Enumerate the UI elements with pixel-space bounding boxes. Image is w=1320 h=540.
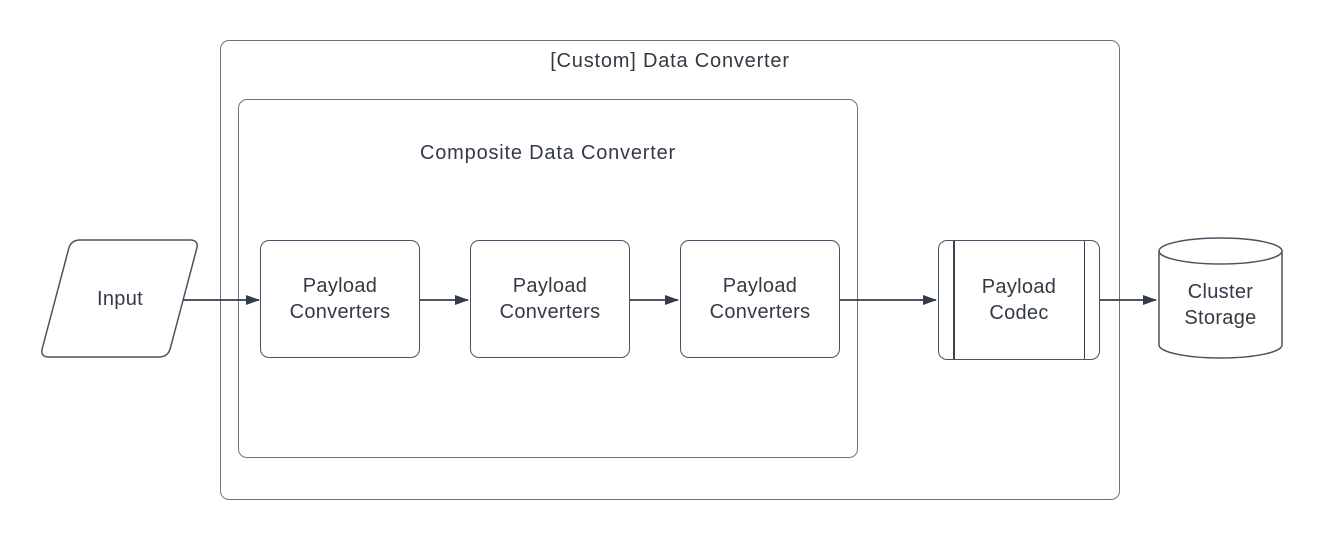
composite-data-converter-container xyxy=(238,99,858,458)
custom-data-converter-container xyxy=(220,40,1120,500)
cluster-storage-label: Cluster Storage xyxy=(1184,281,1257,329)
payload-codec-node: Payload Codec xyxy=(938,240,1100,360)
cluster-storage-cylinder-shape xyxy=(1158,237,1283,359)
composite-data-converter-label: Composite Data Converter xyxy=(420,142,676,164)
payload-converters-label-3: Payload Converters xyxy=(709,275,811,323)
payload-converters-node-1: Payload Converters xyxy=(260,240,420,358)
input-parallelogram-shape xyxy=(41,239,198,358)
payload-converters-node-3: Payload Converters xyxy=(680,240,840,358)
payload-codec-label: Payload Codec xyxy=(981,276,1057,324)
input-node: Input xyxy=(40,240,200,357)
payload-converters-label-1: Payload Converters xyxy=(289,275,391,323)
payload-converters-node-2: Payload Converters xyxy=(470,240,630,358)
payload-converters-label-2: Payload Converters xyxy=(499,275,601,323)
cluster-storage-node: Cluster Storage xyxy=(1159,252,1282,358)
cylinder-top xyxy=(1158,237,1283,265)
cylinder-body xyxy=(1158,251,1283,359)
input-node-label: Input xyxy=(97,287,143,310)
custom-data-converter-label: [Custom] Data Converter xyxy=(550,50,790,72)
codec-left-bar xyxy=(953,241,955,359)
codec-right-bar xyxy=(1083,241,1085,359)
